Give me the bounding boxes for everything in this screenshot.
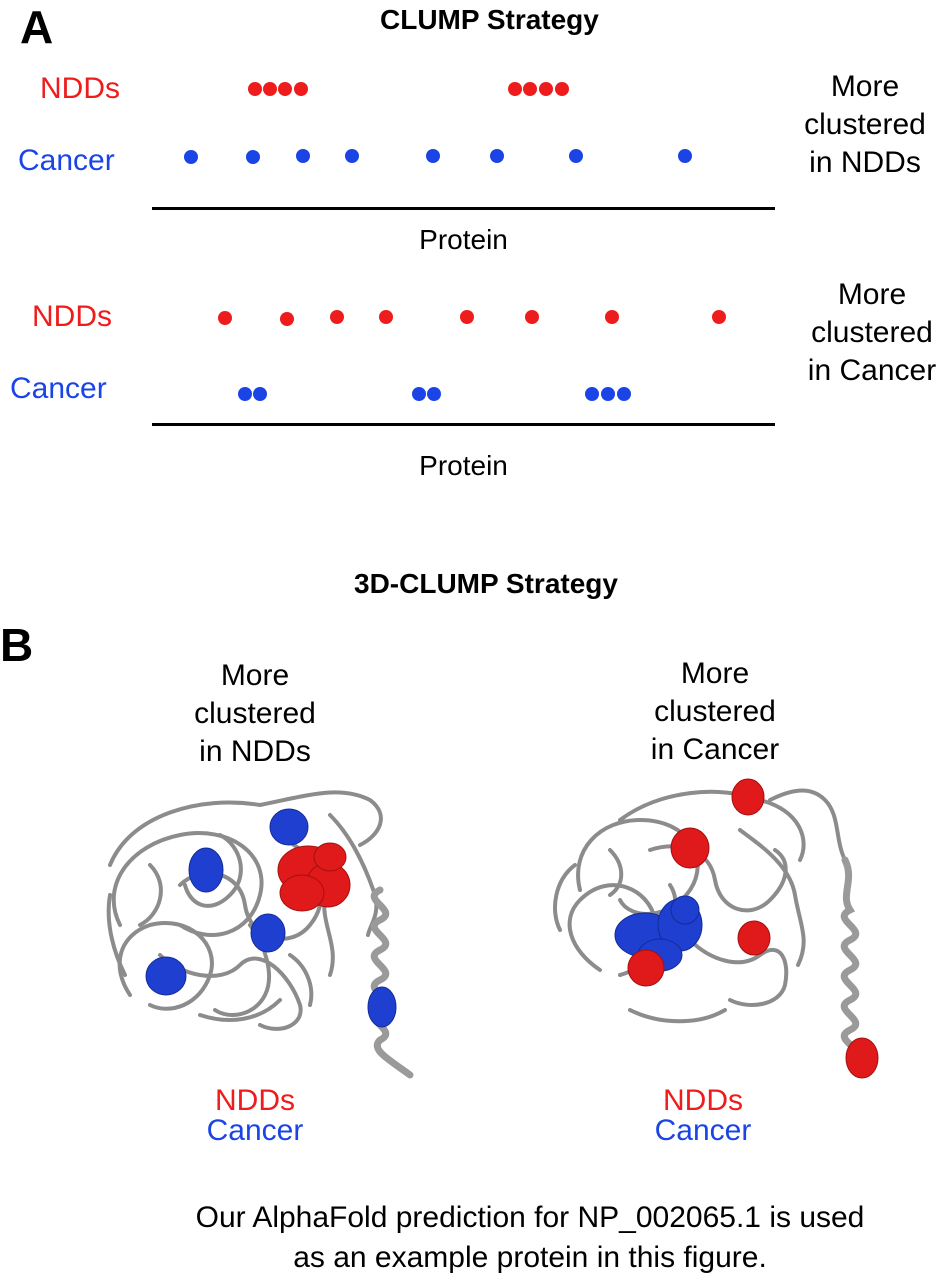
cancer-mutation-dot (601, 387, 615, 401)
cancer-mutation-dot (617, 387, 631, 401)
ndd-mutation-dot (555, 82, 569, 96)
legend-cancer: Cancer (654, 1114, 752, 1147)
note-line: in NDDs (809, 146, 921, 179)
note-line: in Cancer (650, 733, 780, 766)
example1-cancer-label: Cancer (18, 144, 115, 177)
ndd-mutation-dot (278, 82, 292, 96)
ndd-mutation-dot (605, 310, 619, 324)
ndd-mutation-dot (330, 310, 344, 324)
panel-b-letter: B (0, 619, 34, 671)
ndd-mutation-dot (248, 82, 262, 96)
note-line: clustered (811, 316, 933, 349)
cancer-mutation-dot (427, 387, 441, 401)
cancer-mutation-dot (426, 149, 440, 163)
example2-ndd-label: NDDs (32, 300, 112, 333)
ndd-mutation-dot (712, 310, 726, 324)
ndd-mutation-dot (508, 82, 522, 96)
ndd-mutation-dot (218, 311, 232, 325)
cancer-mutation-dot (246, 150, 260, 164)
example1-note: More clustered in NDDs (770, 68, 948, 182)
cancer-mutation-dot (296, 149, 310, 163)
note-line: in NDDs (199, 735, 311, 768)
left-protein-structure (106, 790, 414, 1079)
ndd-mutation-dot (460, 310, 474, 324)
note-line: clustered (654, 695, 776, 728)
note-line: More (220, 659, 290, 692)
figure-footnote: Our AlphaFold prediction for NP_002065.1… (150, 1198, 910, 1278)
legend-ndds: NDDs (215, 1084, 295, 1117)
legend-cancer: Cancer (206, 1114, 304, 1147)
note-line: in Cancer (807, 354, 937, 387)
cancer-mutation-dot (569, 149, 583, 163)
right-protein-structure (553, 778, 879, 1079)
clump-strategy-title: CLUMP Strategy (380, 4, 599, 35)
cancer-mutation-dot (345, 149, 359, 163)
cancer-mutation-dot (678, 149, 692, 163)
3d-clump-strategy-title: 3D-CLUMP Strategy (354, 568, 618, 599)
panel-a-letter: A (20, 1, 54, 53)
legend-ndds: NDDs (663, 1084, 743, 1117)
cancer-mutation-dot (490, 149, 504, 163)
note-line: More (837, 278, 907, 311)
ndd-mutation-dot (539, 82, 553, 96)
cancer-mutation-dot (238, 387, 252, 401)
ndd-mutation-dot (525, 310, 539, 324)
example2-note: More clustered in Cancer (777, 276, 948, 390)
right-structure-legend: NDDs Cancer (598, 1086, 808, 1146)
example2-protein-axis (152, 423, 775, 426)
right-structure-note: More clustered in Cancer (620, 655, 810, 769)
example2-protein-label: Protein (419, 450, 508, 481)
example2-cancer-label: Cancer (10, 372, 107, 405)
ndd-residue-cluster (277, 842, 351, 912)
footnote-line: Our AlphaFold prediction for NP_002065.1… (195, 1201, 865, 1234)
example1-ndd-label: NDDs (40, 72, 120, 105)
cancer-mutation-dot (184, 150, 198, 164)
footnote-line: as an example protein in this figure. (293, 1241, 767, 1274)
example1-protein-label: Protein (419, 224, 508, 255)
cancer-mutation-dot (253, 387, 267, 401)
cancer-mutation-dot (412, 387, 426, 401)
note-line: More (680, 657, 750, 690)
ndd-mutation-dot (523, 82, 537, 96)
left-structure-note: More clustered in NDDs (160, 657, 350, 771)
ndd-mutation-dot (294, 82, 308, 96)
ndd-mutation-dot (379, 310, 393, 324)
example1-protein-axis (152, 207, 775, 210)
note-line: clustered (804, 108, 926, 141)
ndd-residue-clusters (627, 778, 879, 1079)
cancer-residue-clusters (145, 808, 397, 1028)
left-structure-legend: NDDs Cancer (150, 1086, 360, 1146)
note-line: More (830, 70, 900, 103)
cancer-mutation-dot (585, 387, 599, 401)
note-line: clustered (194, 697, 316, 730)
ndd-mutation-dot (280, 312, 294, 326)
ndd-mutation-dot (263, 82, 277, 96)
